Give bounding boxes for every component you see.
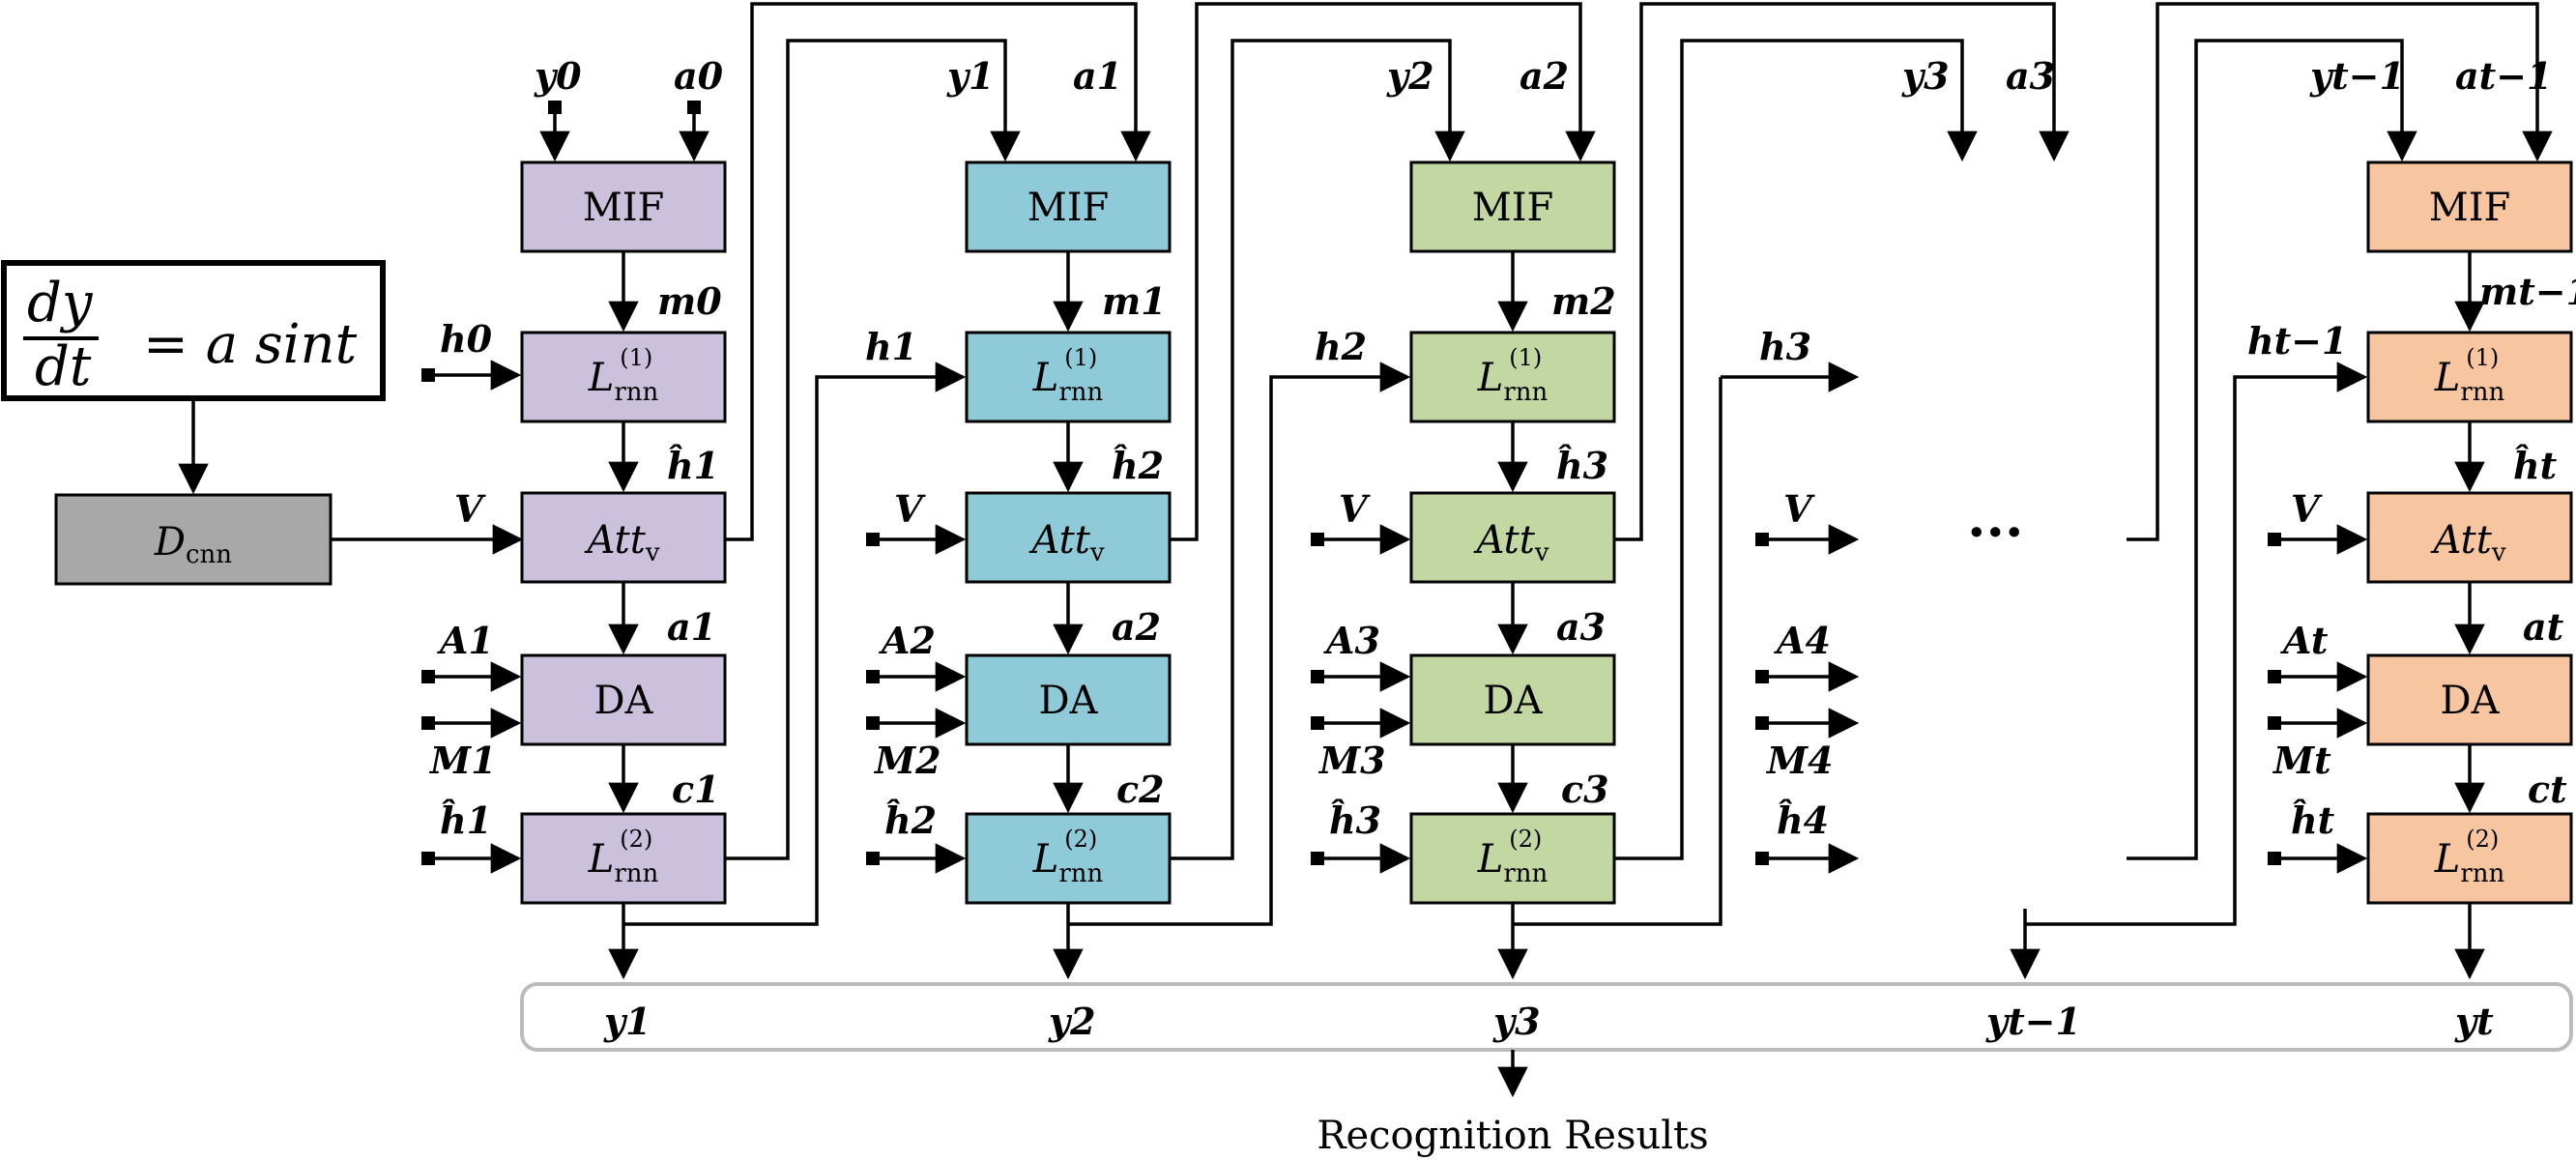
- svg-text:MIF: MIF: [1028, 186, 1110, 230]
- svg-text:Lrnn(1): Lrnn(1): [2434, 344, 2505, 407]
- svg-text:DA: DA: [1039, 679, 1099, 723]
- output-bar: y1 y2 y3 yt−1 yt: [520, 982, 2573, 1052]
- cnn-block: Dcnn: [54, 493, 333, 586]
- col4-h-hat2: ĥ4: [1777, 798, 1829, 842]
- svg-text:Lrnn(1): Lrnn(1): [588, 344, 659, 407]
- handwriting-top: dy: [27, 272, 94, 334]
- svg-text:DA: DA: [2441, 679, 2501, 723]
- ellipsis: ···: [1967, 501, 2024, 565]
- column-4: y3 a3 h3 V ··· A4 M4 ĥ4: [1721, 54, 2055, 874]
- col5-A: At: [2280, 619, 2329, 662]
- col5-y-in: yt−1: [2309, 54, 2405, 98]
- col2-y-in: y1: [946, 54, 995, 98]
- svg-text:DA: DA: [1484, 679, 1544, 723]
- svg-text:Attv: Attv: [1472, 518, 1548, 567]
- input-image: dy dt = a sint: [1, 260, 386, 401]
- output-y3: y3: [1492, 1000, 1541, 1043]
- col1-a-out: a1: [667, 605, 716, 649]
- svg-text:Lrnn(2): Lrnn(2): [2434, 826, 2505, 888]
- cnn-sub: cnn: [186, 540, 232, 569]
- svg-text:V: V: [1339, 487, 1371, 531]
- svg-text:V: V: [894, 487, 926, 531]
- col2-m: m1: [1102, 279, 1167, 323]
- handwriting-rhs: = a sint: [143, 313, 358, 376]
- v-label-col1: V: [454, 487, 486, 531]
- svg-text:Attv: Attv: [1028, 518, 1104, 567]
- col1-A: A1: [437, 619, 494, 662]
- col3-a-in: a2: [1520, 54, 1569, 98]
- svg-text:Lrnn(2): Lrnn(2): [1477, 826, 1548, 888]
- col5-h-hat: ĥt: [2513, 444, 2558, 487]
- svg-text:Lrnn(1): Lrnn(1): [1032, 344, 1104, 407]
- output-y2: y2: [1048, 1000, 1096, 1043]
- col1-y-in: y0: [534, 54, 582, 98]
- col2-A: A2: [879, 619, 936, 662]
- col1-M: M1: [428, 739, 497, 782]
- col4-M: M4: [1765, 739, 1834, 782]
- col5-h-in: ht−1: [2247, 319, 2347, 362]
- col5-h-hat2: ĥt: [2291, 798, 2335, 842]
- svg-text:V: V: [2291, 487, 2323, 531]
- col3-c: c3: [1561, 768, 1609, 811]
- col2-c: c2: [1116, 768, 1165, 811]
- col1-m: m0: [657, 279, 722, 323]
- column-1: y0 a0 MIF m0 Lrnn(1) h0 ĥ1 Attv a1 DA A1…: [421, 54, 727, 980]
- cnn-label: D: [154, 520, 186, 565]
- col2-a-in: a1: [1073, 54, 1122, 98]
- column-2: y1 a1 MIF m1 Lrnn(1) h1 ĥ2 Attv V a2 DA …: [865, 54, 1172, 980]
- col3-h-hat2: ĥ3: [1329, 798, 1381, 842]
- output-y1: y1: [603, 1000, 651, 1043]
- svg-text:Lrnn(2): Lrnn(2): [588, 826, 659, 888]
- svg-text:V: V: [1783, 487, 1815, 531]
- col1-h-hat2: ĥ1: [440, 798, 492, 842]
- output-yt-1: yt−1: [1985, 1000, 2081, 1043]
- col2-h-hat2: ĥ2: [884, 798, 937, 842]
- svg-text:MIF: MIF: [2429, 186, 2511, 230]
- col3-h-hat: ĥ3: [1556, 444, 1608, 487]
- svg-text:Attv: Attv: [583, 518, 659, 567]
- column-3: y2 a2 MIF m2 Lrnn(1) h2 ĥ3 Attv V a3 DA …: [1311, 54, 1616, 980]
- svg-text:Dcnn: Dcnn: [154, 520, 232, 569]
- col2-h-in: h1: [865, 325, 917, 368]
- svg-text:Attv: Attv: [2429, 518, 2505, 567]
- col3-y-in: y2: [1386, 54, 1434, 98]
- caption: Recognition Results: [1317, 1114, 1708, 1158]
- svg-text:Lrnn(2): Lrnn(2): [1032, 826, 1104, 888]
- col3-A: A3: [1323, 619, 1380, 662]
- col1-h-in: h0: [440, 317, 493, 361]
- column-5: yt−1 at−1 MIF mt−1 Lrnn(1) ht−1 ĥt Attv …: [2247, 54, 2576, 980]
- col4-a-in: a3: [2006, 54, 2055, 98]
- svg-text:MIF: MIF: [1472, 186, 1554, 230]
- col1-c: c1: [672, 768, 720, 811]
- col5-M: Mt: [2272, 739, 2331, 782]
- col4-A: A4: [1774, 619, 1831, 662]
- col5-a-out: at: [2523, 605, 2564, 649]
- col2-h-hat: ĥ2: [1112, 444, 1164, 487]
- col3-a-out: a3: [1556, 605, 1606, 649]
- col2-a-out: a2: [1112, 605, 1161, 649]
- col4-y-in: y3: [1901, 54, 1950, 98]
- col3-M: M3: [1317, 739, 1386, 782]
- col1-mif: MIF: [583, 186, 665, 230]
- handwriting-bottom: dt: [35, 335, 92, 398]
- col1-h-hat: ĥ1: [667, 444, 719, 487]
- col5-m: mt−1: [2479, 270, 2576, 313]
- connections: [623, 2, 2553, 980]
- col5-c: ct: [2528, 768, 2567, 811]
- col1-a-in: a0: [674, 54, 724, 98]
- svg-text:Lrnn(1): Lrnn(1): [1477, 344, 1548, 407]
- output-yt: yt: [2454, 1000, 2494, 1043]
- col3-m: m2: [1551, 279, 1616, 323]
- col2-M: M2: [873, 739, 941, 782]
- col4-h-in: h3: [1759, 325, 1811, 368]
- col3-h-in: h2: [1315, 325, 1367, 368]
- col1-da: DA: [594, 679, 654, 723]
